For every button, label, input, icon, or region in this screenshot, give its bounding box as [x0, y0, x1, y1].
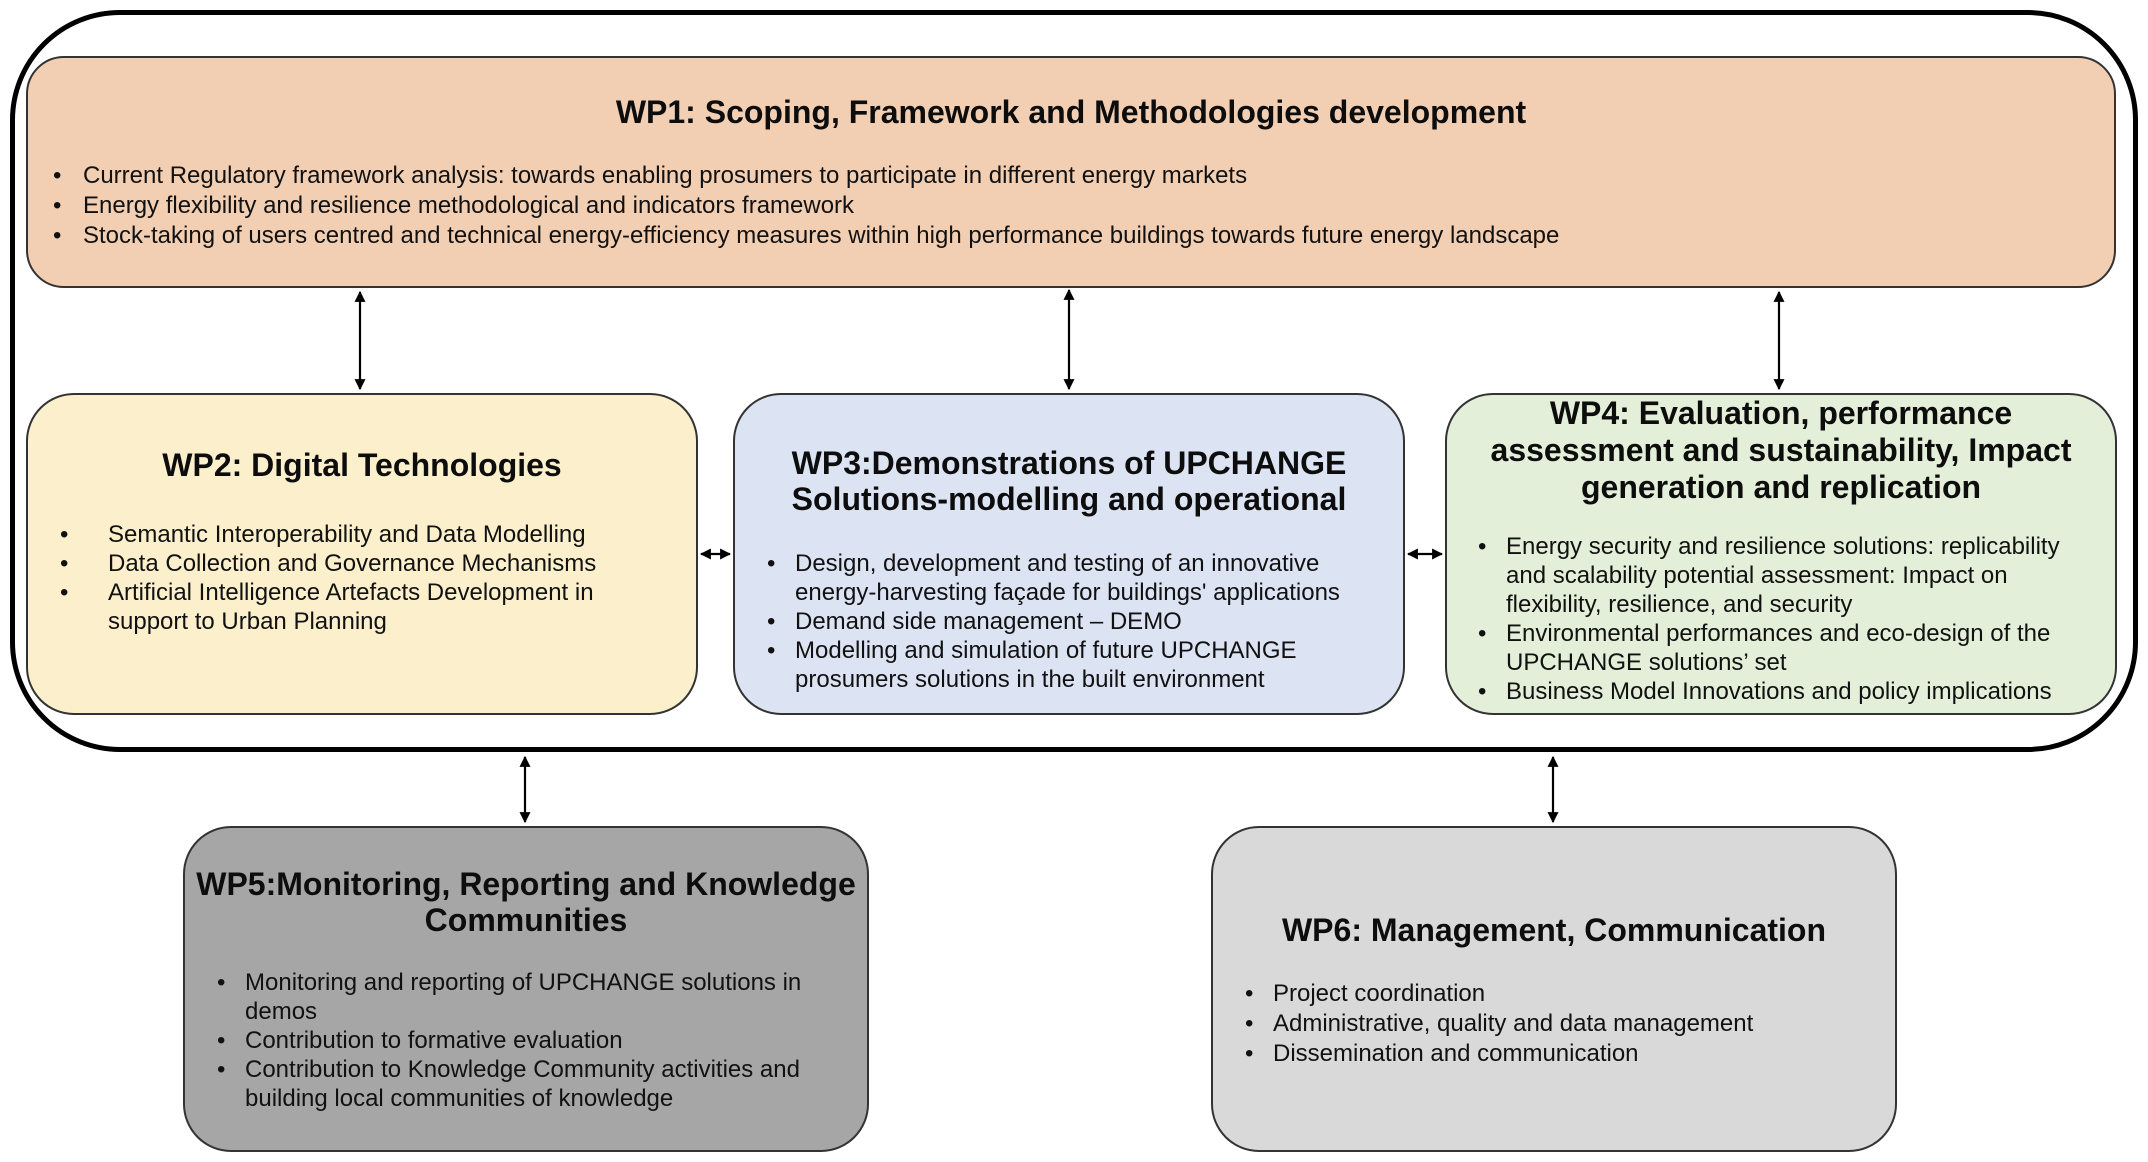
wp6-title: WP6: Management, Communication	[1281, 912, 1827, 948]
wp4-item: Environmental performances and eco-desig…	[1478, 619, 2099, 677]
wp3-item: Modelling and simulation of future UPCHA…	[767, 636, 1373, 694]
wp6-item: Dissemination and communication	[1245, 1039, 1895, 1069]
wp3-box: WP3:Demonstrations of UPCHANGE Solutions…	[733, 393, 1405, 715]
wp5-list: Monitoring and reporting of UPCHANGE sol…	[185, 938, 867, 1113]
wp5-item: Monitoring and reporting of UPCHANGE sol…	[217, 968, 837, 1026]
wp1-4-group-frame	[10, 10, 2138, 752]
wp1-list: Current Regulatory framework analysis: t…	[28, 131, 2114, 251]
wp2-item: Artificial Intelligence Artefacts Develo…	[60, 578, 666, 636]
wp3-list: Design, development and testing of an in…	[735, 517, 1403, 694]
wp5-box: WP5:Monitoring, Reporting and Knowledge …	[183, 826, 869, 1152]
wp6-item: Project coordination	[1245, 979, 1895, 1009]
wp3-title: WP3:Demonstrations of UPCHANGE Solutions…	[791, 445, 1347, 517]
wp1-title: WP1: Scoping, Framework and Methodologie…	[615, 94, 1527, 130]
wp4-list: Energy security and resilience solutions…	[1447, 506, 2115, 706]
wp4-title: WP4: Evaluation, performance assessment …	[1490, 395, 2072, 505]
wp1-item: Stock-taking of users centred and techni…	[53, 221, 2114, 251]
wp5-item: Contribution to formative evaluation	[217, 1026, 837, 1055]
wp2-box: WP2: Digital Technologies Semantic Inter…	[26, 393, 698, 715]
wp3-item: Design, development and testing of an in…	[767, 549, 1373, 607]
wp6-box: WP6: Management, Communication Project c…	[1211, 826, 1897, 1152]
wp3-item: Demand side management – DEMO	[767, 607, 1373, 636]
wp1-item: Energy flexibility and resilience method…	[53, 191, 2114, 221]
wp2-list: Semantic Interoperability and Data Model…	[28, 484, 696, 636]
wp2-title: WP2: Digital Technologies	[162, 447, 562, 483]
wp4-item: Energy security and resilience solutions…	[1478, 532, 2099, 619]
wp4-box: WP4: Evaluation, performance assessment …	[1445, 393, 2117, 715]
wp5-item: Contribution to Knowledge Community acti…	[217, 1055, 837, 1113]
wp1-item: Current Regulatory framework analysis: t…	[53, 161, 2114, 191]
wp2-item: Semantic Interoperability and Data Model…	[60, 520, 666, 549]
wp4-item: Business Model Innovations and policy im…	[1478, 677, 2099, 706]
wp6-item: Administrative, quality and data managem…	[1245, 1009, 1895, 1039]
wp6-list: Project coordination Administrative, qua…	[1213, 949, 1895, 1069]
wp5-title: WP5:Monitoring, Reporting and Knowledge …	[196, 866, 856, 938]
wp2-item: Data Collection and Governance Mechanism…	[60, 549, 666, 578]
wp1-box: WP1: Scoping, Framework and Methodologie…	[26, 56, 2116, 288]
